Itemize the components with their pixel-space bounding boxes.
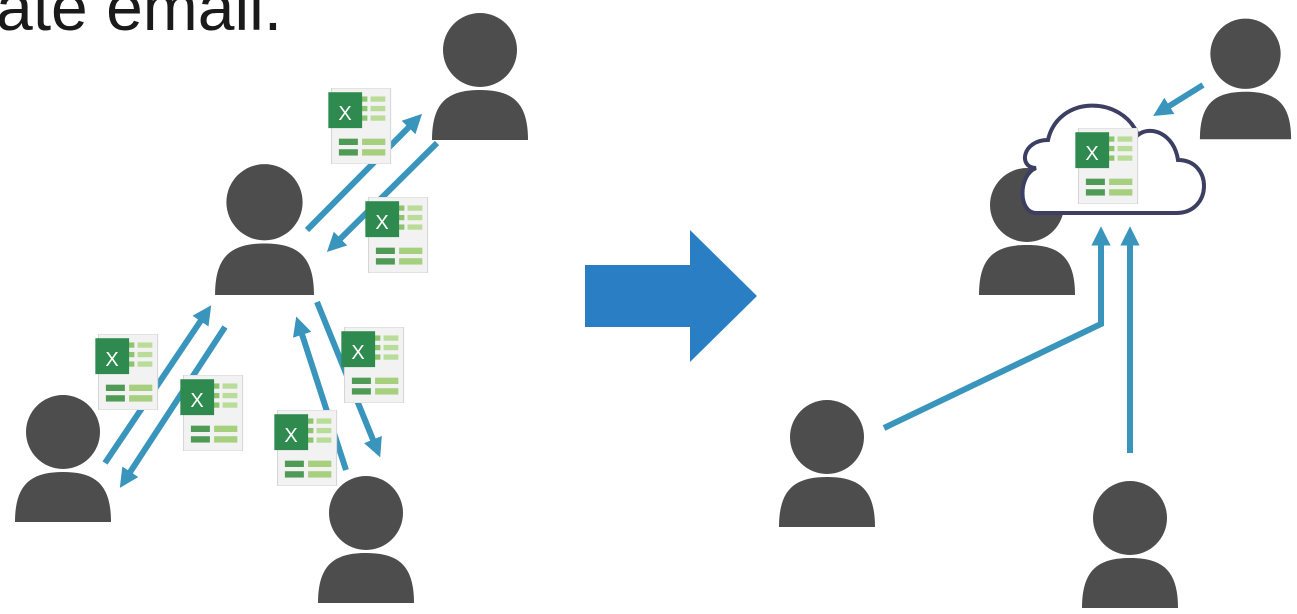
excel-file-icon: X <box>1075 128 1139 204</box>
connector-arrow <box>304 113 423 233</box>
person-icon <box>318 476 414 603</box>
excel-file-icon: X <box>274 410 338 486</box>
connector-arrow <box>293 316 349 471</box>
person-icon <box>15 395 111 522</box>
svg-text:X: X <box>338 103 351 125</box>
svg-text:X: X <box>1085 143 1098 165</box>
person-icon <box>1082 481 1178 608</box>
person-icon <box>779 400 875 527</box>
excel-file-icon: X <box>95 334 159 410</box>
svg-text:X: X <box>351 342 364 364</box>
caption-text: ate email. <box>0 0 283 44</box>
svg-text:X: X <box>190 390 203 412</box>
connector-arrow <box>1153 82 1205 117</box>
person-icon <box>1199 18 1292 140</box>
excel-file-icon: X <box>180 375 244 451</box>
arrow-right-icon <box>585 230 757 362</box>
excel-file-icon: X <box>328 88 392 164</box>
connector-arrow <box>882 226 1111 431</box>
excel-file-icon: X <box>341 327 405 403</box>
svg-text:X: X <box>105 349 118 371</box>
connector-arrow <box>326 140 440 253</box>
person-icon <box>215 164 314 295</box>
person-icon <box>432 13 528 140</box>
svg-text:X: X <box>375 212 388 234</box>
svg-text:X: X <box>284 425 297 447</box>
cloud-sharing-network: X <box>779 18 1292 608</box>
email-sharing-network: X X X X X X <box>15 13 528 603</box>
excel-file-icon: X <box>365 197 429 273</box>
connector-arrow <box>119 325 228 488</box>
